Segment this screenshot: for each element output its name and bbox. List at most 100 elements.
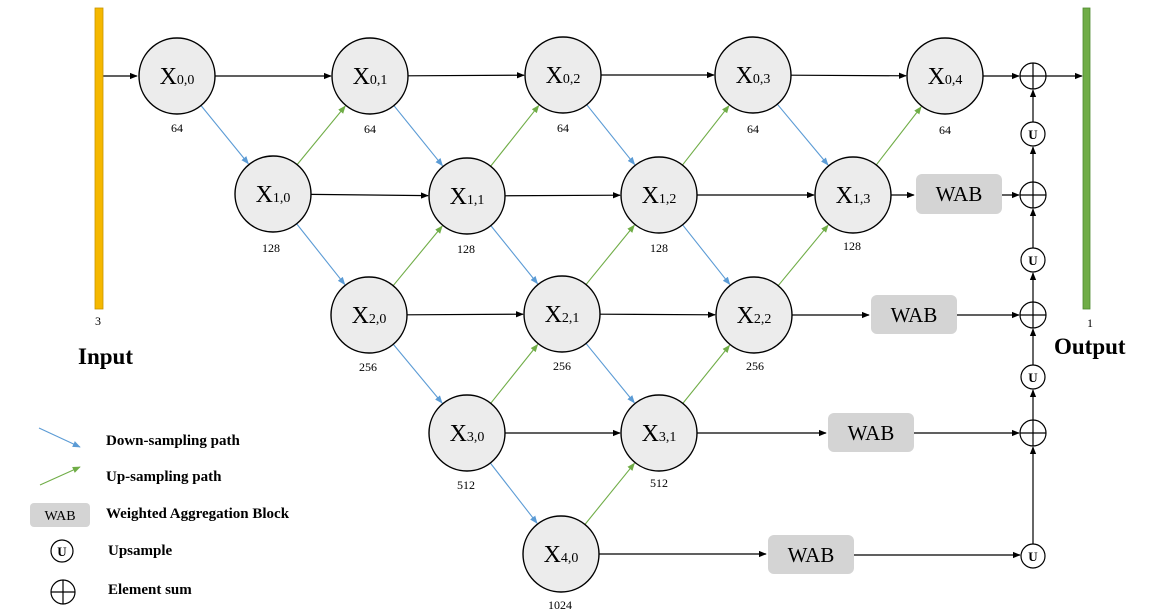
node-channels: 64 [939,123,951,137]
legend-upsample-label: Upsample [108,543,173,559]
legend-down-label: Down-sampling path [106,433,240,449]
node-label: X1,0 [256,182,291,208]
node-label: X2,2 [737,303,772,329]
node-x31: X3,1 512 [620,394,698,490]
down-sampling-path [200,105,249,165]
down-sampling-path [392,343,443,404]
down-sampling-path [489,462,538,524]
upsample-icon: U [1020,543,1046,569]
wab-block-level4: WAB [768,535,854,574]
node-channels: 128 [843,239,861,253]
svg-text:U: U [57,544,67,559]
skip-connection [504,192,621,199]
skip-connection [599,311,716,318]
node-label: X2,1 [545,302,580,328]
node-label: X4,0 [544,542,579,568]
node-channels: 1024 [548,598,572,612]
node-x01: X0,1 64 [331,37,409,136]
node-label: X1,1 [450,184,485,210]
output-label: Output [1054,334,1126,359]
wab-block-level2: WAB [871,295,957,334]
input-channels: 3 [95,314,101,328]
svg-text:U: U [1028,127,1038,142]
up-sampling-path [584,462,635,525]
legend-wab-label: Weighted Aggregation Block [106,506,290,522]
legend-down-arrow [38,427,81,448]
wab-label: WAB [788,543,835,567]
down-sampling-path [490,225,539,285]
down-sampling-path [393,105,443,167]
node-channels: 256 [553,359,571,373]
output-channels: 1 [1087,316,1093,330]
up-sampling-path [392,225,443,287]
node-channels: 64 [171,121,183,135]
node-channels: 256 [359,360,377,374]
node-channels: 128 [262,241,280,255]
legend-element-sum-icon [50,579,76,605]
node-x30: X3,0 512 [428,394,506,492]
up-sampling-path [296,105,346,165]
node-x10: X1,0 128 [234,155,312,255]
node-channels: 256 [746,359,764,373]
wab-block-level3: WAB [828,413,914,452]
up-sampling-path [875,106,922,166]
up-sampling-path [682,105,730,166]
element-sum-icon [1019,181,1047,209]
legend-up-arrow [39,466,81,486]
node-x03: X0,3 64 [714,36,792,136]
upsample-icon: U [1020,364,1046,390]
element-sum-icon [1019,419,1047,447]
down-sampling-path [586,104,636,166]
svg-text:U: U [1028,370,1038,385]
wab-block-level1: WAB [916,174,1002,214]
legend-sum-label: Element sum [108,582,192,598]
up-sampling-path [490,104,540,167]
down-sampling-path [585,343,635,404]
wab-label: WAB [891,303,938,327]
node-x11: X1,1 128 [428,157,506,256]
down-sampling-path [776,103,829,166]
skip-connection [790,72,907,79]
down-sampling-path [296,223,346,286]
node-label: X1,2 [642,183,677,209]
node-x20: X2,0 256 [330,276,408,374]
node-x02: X0,2 64 [524,36,602,135]
node-label: X3,0 [450,421,485,447]
node-channels: 512 [457,478,475,492]
svg-text:U: U [1028,549,1038,564]
node-channels: 64 [364,122,376,136]
legend: Down-sampling path Up-sampling path WAB … [30,427,290,605]
node-x40: X4,0 1024 [522,515,600,612]
node-label: X3,1 [642,421,677,447]
up-sampling-path [490,343,539,404]
node-label: X0,0 [160,64,195,90]
node-x21: X2,1 256 [523,275,601,373]
node-x12: X1,2 128 [620,156,698,255]
up-sampling-path [682,344,731,404]
svg-text:U: U [1028,253,1038,268]
input-bar [94,7,104,310]
node-channels: 128 [457,242,475,256]
element-sum-icon [1019,62,1047,90]
legend-up-label: Up-sampling path [106,469,222,485]
node-label: X0,4 [928,64,963,90]
up-sampling-path [777,224,829,287]
node-channels: 64 [557,121,569,135]
upsample-icon: U [1020,247,1046,273]
node-x00: X0,0 64 [138,37,216,135]
node-channels: 64 [747,122,759,136]
legend-wab-symbol [30,503,90,527]
skip-connection [310,192,429,199]
node-x22: X2,2 256 [715,276,793,373]
node-label: X0,3 [736,63,771,89]
node-label: X0,1 [353,64,388,90]
skip-connection [407,72,525,79]
up-sampling-path [585,224,635,285]
node-channels: 128 [650,241,668,255]
connections [103,71,1083,559]
output-bar [1082,7,1091,310]
legend-upsample-icon: U [50,539,74,563]
skip-connection [406,311,524,318]
upsample-icon: U [1020,121,1046,147]
